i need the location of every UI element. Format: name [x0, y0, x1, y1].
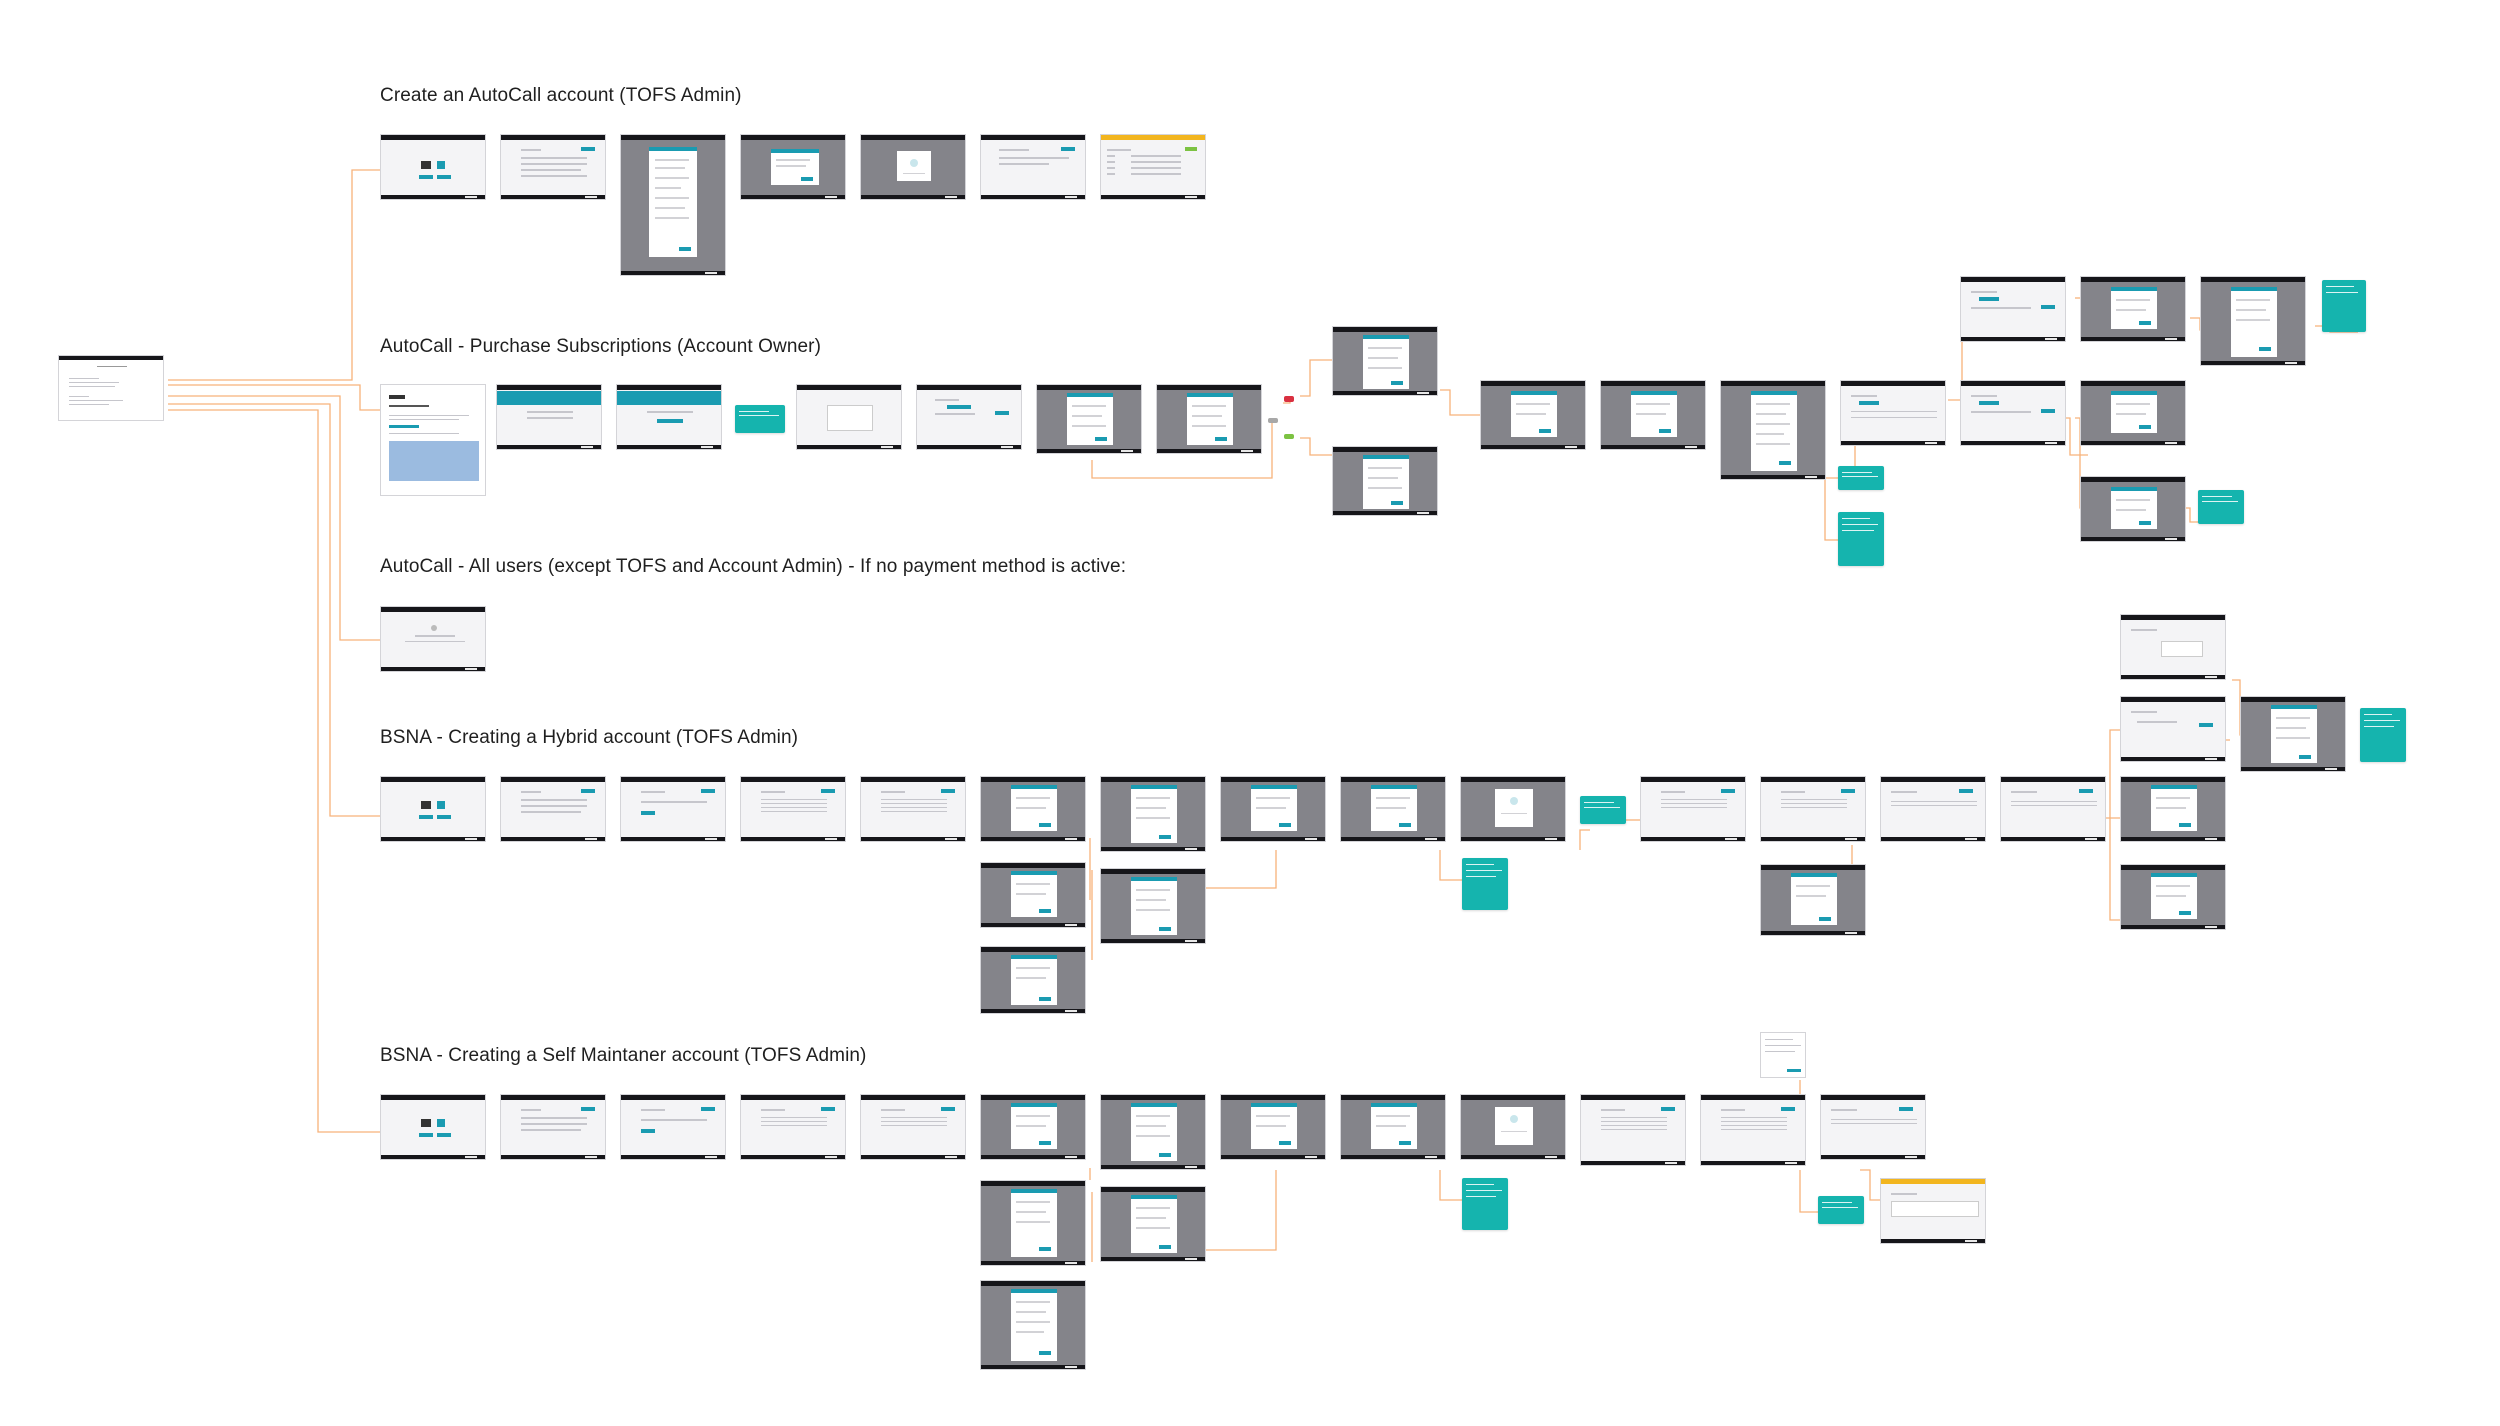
- screen-thumbnail[interactable]: [796, 384, 902, 450]
- screen-thumbnail[interactable]: [1640, 776, 1746, 842]
- annotation-note: [1580, 796, 1626, 824]
- flow-title-autocall-create: Create an AutoCall account (TOFS Admin): [380, 85, 742, 106]
- decision-neutral-marker: [1268, 418, 1278, 423]
- screen-thumbnail[interactable]: [620, 776, 726, 842]
- screen-thumbnail-modal[interactable]: [980, 1180, 1086, 1266]
- annotation-note: [1818, 1196, 1864, 1224]
- screen-thumbnail-modal[interactable]: [1100, 1186, 1206, 1262]
- screen-thumbnail-modal[interactable]: [2120, 776, 2226, 842]
- screen-thumbnail-modal[interactable]: [2080, 380, 2186, 446]
- screen-thumbnail[interactable]: [1580, 1094, 1686, 1166]
- flow-title-autocall-purchase: AutoCall - Purchase Subscriptions (Accou…: [380, 336, 822, 357]
- screen-thumbnail-modal[interactable]: [2200, 276, 2306, 366]
- screen-thumbnail[interactable]: [1840, 380, 1946, 446]
- screen-thumbnail[interactable]: [496, 384, 602, 450]
- screen-thumbnail-modal[interactable]: [1720, 380, 1826, 480]
- screen-thumbnail[interactable]: [2120, 696, 2226, 762]
- annotation-note: [1462, 858, 1508, 910]
- screen-thumbnail[interactable]: [380, 1094, 486, 1160]
- screen-thumbnail[interactable]: [1760, 776, 1866, 842]
- screen-thumbnail[interactable]: [380, 134, 486, 200]
- screen-thumbnail-modal[interactable]: [1460, 1094, 1566, 1160]
- screen-thumbnail[interactable]: [1960, 276, 2066, 342]
- screen-thumbnail-modal[interactable]: [1340, 776, 1446, 842]
- screen-thumbnail[interactable]: [616, 384, 722, 450]
- screen-thumbnail-modal[interactable]: [1100, 868, 1206, 944]
- screen-thumbnail-modal[interactable]: [1340, 1094, 1446, 1160]
- screen-thumbnail[interactable]: [1100, 134, 1206, 200]
- screen-thumbnail-modal[interactable]: [2080, 276, 2186, 342]
- screen-thumbnail[interactable]: [740, 1094, 846, 1160]
- screen-thumbnail-modal[interactable]: [980, 776, 1086, 842]
- screen-thumbnail-modal[interactable]: [740, 134, 846, 200]
- annotation-note: [1838, 466, 1884, 490]
- screen-thumbnail-modal[interactable]: [980, 1094, 1086, 1160]
- screen-thumbnail[interactable]: [1760, 1032, 1806, 1078]
- screen-thumbnail[interactable]: [1880, 776, 1986, 842]
- connector-lines: [168, 169, 2358, 1262]
- screen-thumbnail-modal[interactable]: [1332, 326, 1438, 396]
- screen-thumbnail-modal[interactable]: [1480, 380, 1586, 450]
- screen-thumbnail[interactable]: [1820, 1094, 1926, 1160]
- screen-thumbnail[interactable]: [620, 1094, 726, 1160]
- hub-login-screen[interactable]: [58, 355, 164, 421]
- screen-thumbnail[interactable]: [980, 134, 1086, 200]
- screen-thumbnail-modal[interactable]: [2240, 696, 2346, 772]
- screen-thumbnail[interactable]: [740, 776, 846, 842]
- annotation-note: [1462, 1178, 1508, 1230]
- screen-thumbnail[interactable]: [380, 776, 486, 842]
- screen-thumbnail-modal[interactable]: [980, 946, 1086, 1014]
- screen-thumbnail-modal[interactable]: [1036, 384, 1142, 454]
- annotation-note: [735, 405, 785, 433]
- screen-thumbnail-email[interactable]: [380, 384, 486, 496]
- screen-thumbnail-modal[interactable]: [980, 1280, 1086, 1370]
- annotation-note: [2322, 280, 2366, 332]
- screen-thumbnail-modal[interactable]: [1220, 776, 1326, 842]
- screen-thumbnail[interactable]: [2000, 776, 2106, 842]
- screen-thumbnail-modal[interactable]: [1100, 776, 1206, 852]
- screen-thumbnail-modal[interactable]: [1220, 1094, 1326, 1160]
- decision-yes-marker: [1284, 434, 1294, 439]
- screen-thumbnail[interactable]: [500, 134, 606, 200]
- screen-thumbnail[interactable]: [380, 606, 486, 672]
- screen-thumbnail-modal[interactable]: [1100, 1094, 1206, 1170]
- screen-thumbnail-modal[interactable]: [1760, 864, 1866, 936]
- annotation-note: [2360, 708, 2406, 762]
- screen-thumbnail-modal[interactable]: [1156, 384, 1262, 454]
- screen-thumbnail-modal[interactable]: [1460, 776, 1566, 842]
- flow-title-bsna-self: BSNA - Creating a Self Maintaner account…: [380, 1045, 867, 1066]
- screen-thumbnail[interactable]: [916, 384, 1022, 450]
- screen-thumbnail[interactable]: [860, 1094, 966, 1160]
- screen-thumbnail-modal[interactable]: [860, 134, 966, 200]
- annotation-note: [1838, 512, 1884, 566]
- screen-thumbnail[interactable]: [500, 776, 606, 842]
- screen-thumbnail[interactable]: [2120, 614, 2226, 680]
- flow-title-autocall-no-payment: AutoCall - All users (except TOFS and Ac…: [380, 556, 1127, 577]
- screen-thumbnail[interactable]: [1700, 1094, 1806, 1166]
- screen-thumbnail-modal[interactable]: [1600, 380, 1706, 450]
- screen-thumbnail-modal[interactable]: [620, 134, 726, 276]
- flow-title-bsna-hybrid: BSNA - Creating a Hybrid account (TOFS A…: [380, 727, 799, 748]
- screen-thumbnail-modal[interactable]: [2080, 476, 2186, 542]
- screen-thumbnail-modal[interactable]: [2120, 864, 2226, 930]
- screen-thumbnail-modal[interactable]: [980, 862, 1086, 928]
- annotation-note: [2198, 490, 2244, 524]
- screen-thumbnail[interactable]: [500, 1094, 606, 1160]
- screen-thumbnail[interactable]: [1960, 380, 2066, 446]
- screen-thumbnail[interactable]: [1880, 1178, 1986, 1244]
- screen-thumbnail[interactable]: [860, 776, 966, 842]
- screen-thumbnail-modal[interactable]: [1332, 446, 1438, 516]
- decision-no-marker: [1284, 396, 1294, 402]
